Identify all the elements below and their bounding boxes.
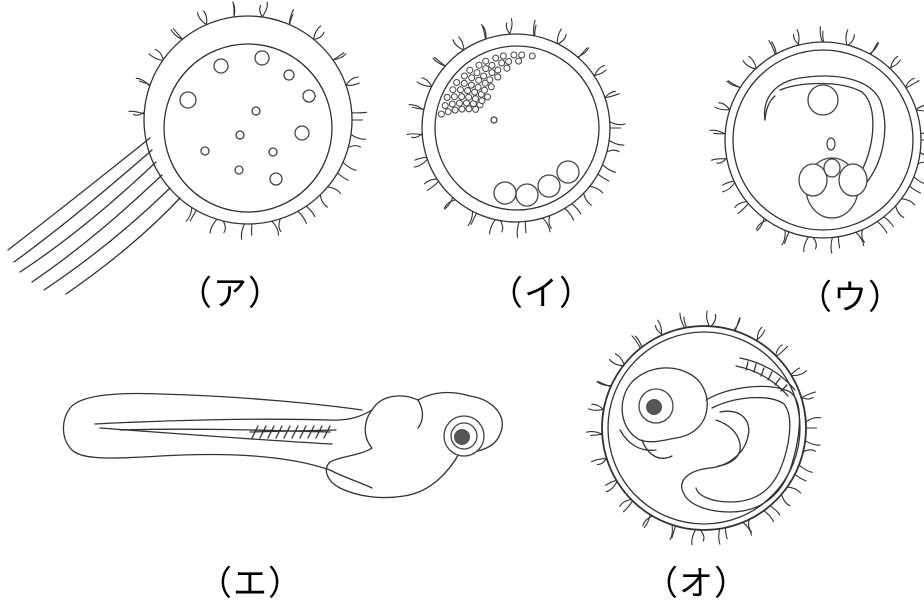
label-u: （ウ）	[798, 270, 903, 319]
egg-i	[407, 19, 625, 238]
chorion-hair-group	[407, 19, 625, 238]
egg-a	[8, 2, 367, 294]
egg-o-inner-membrane	[608, 332, 800, 524]
egg-i-blastodisc-cells	[438, 52, 535, 117]
label-a: （ア）	[178, 266, 283, 315]
larva-e-body	[95, 410, 372, 424]
egg-a-filaments	[8, 138, 180, 294]
egg-i-yolk	[435, 46, 599, 210]
egg-u-head	[799, 158, 867, 218]
larva-e	[63, 393, 502, 498]
egg-u-oil-droplet	[808, 85, 838, 115]
egg-u-small-cell	[827, 138, 835, 150]
chorion-hair-group	[710, 27, 924, 253]
egg-o-chorion	[602, 326, 806, 530]
larva-e-finfold	[63, 394, 372, 488]
chorion-hair-group	[587, 311, 821, 544]
label-e: （エ）	[198, 556, 303, 605]
egg-u	[710, 27, 924, 253]
egg-i-oil-droplets	[494, 161, 579, 206]
egg-i-small-droplet	[491, 117, 497, 123]
label-o: （オ）	[644, 556, 749, 605]
egg-o	[587, 311, 821, 544]
label-i: （イ）	[489, 266, 594, 315]
egg-a-oil-droplets	[180, 51, 315, 185]
egg-a-chorion	[144, 16, 352, 224]
